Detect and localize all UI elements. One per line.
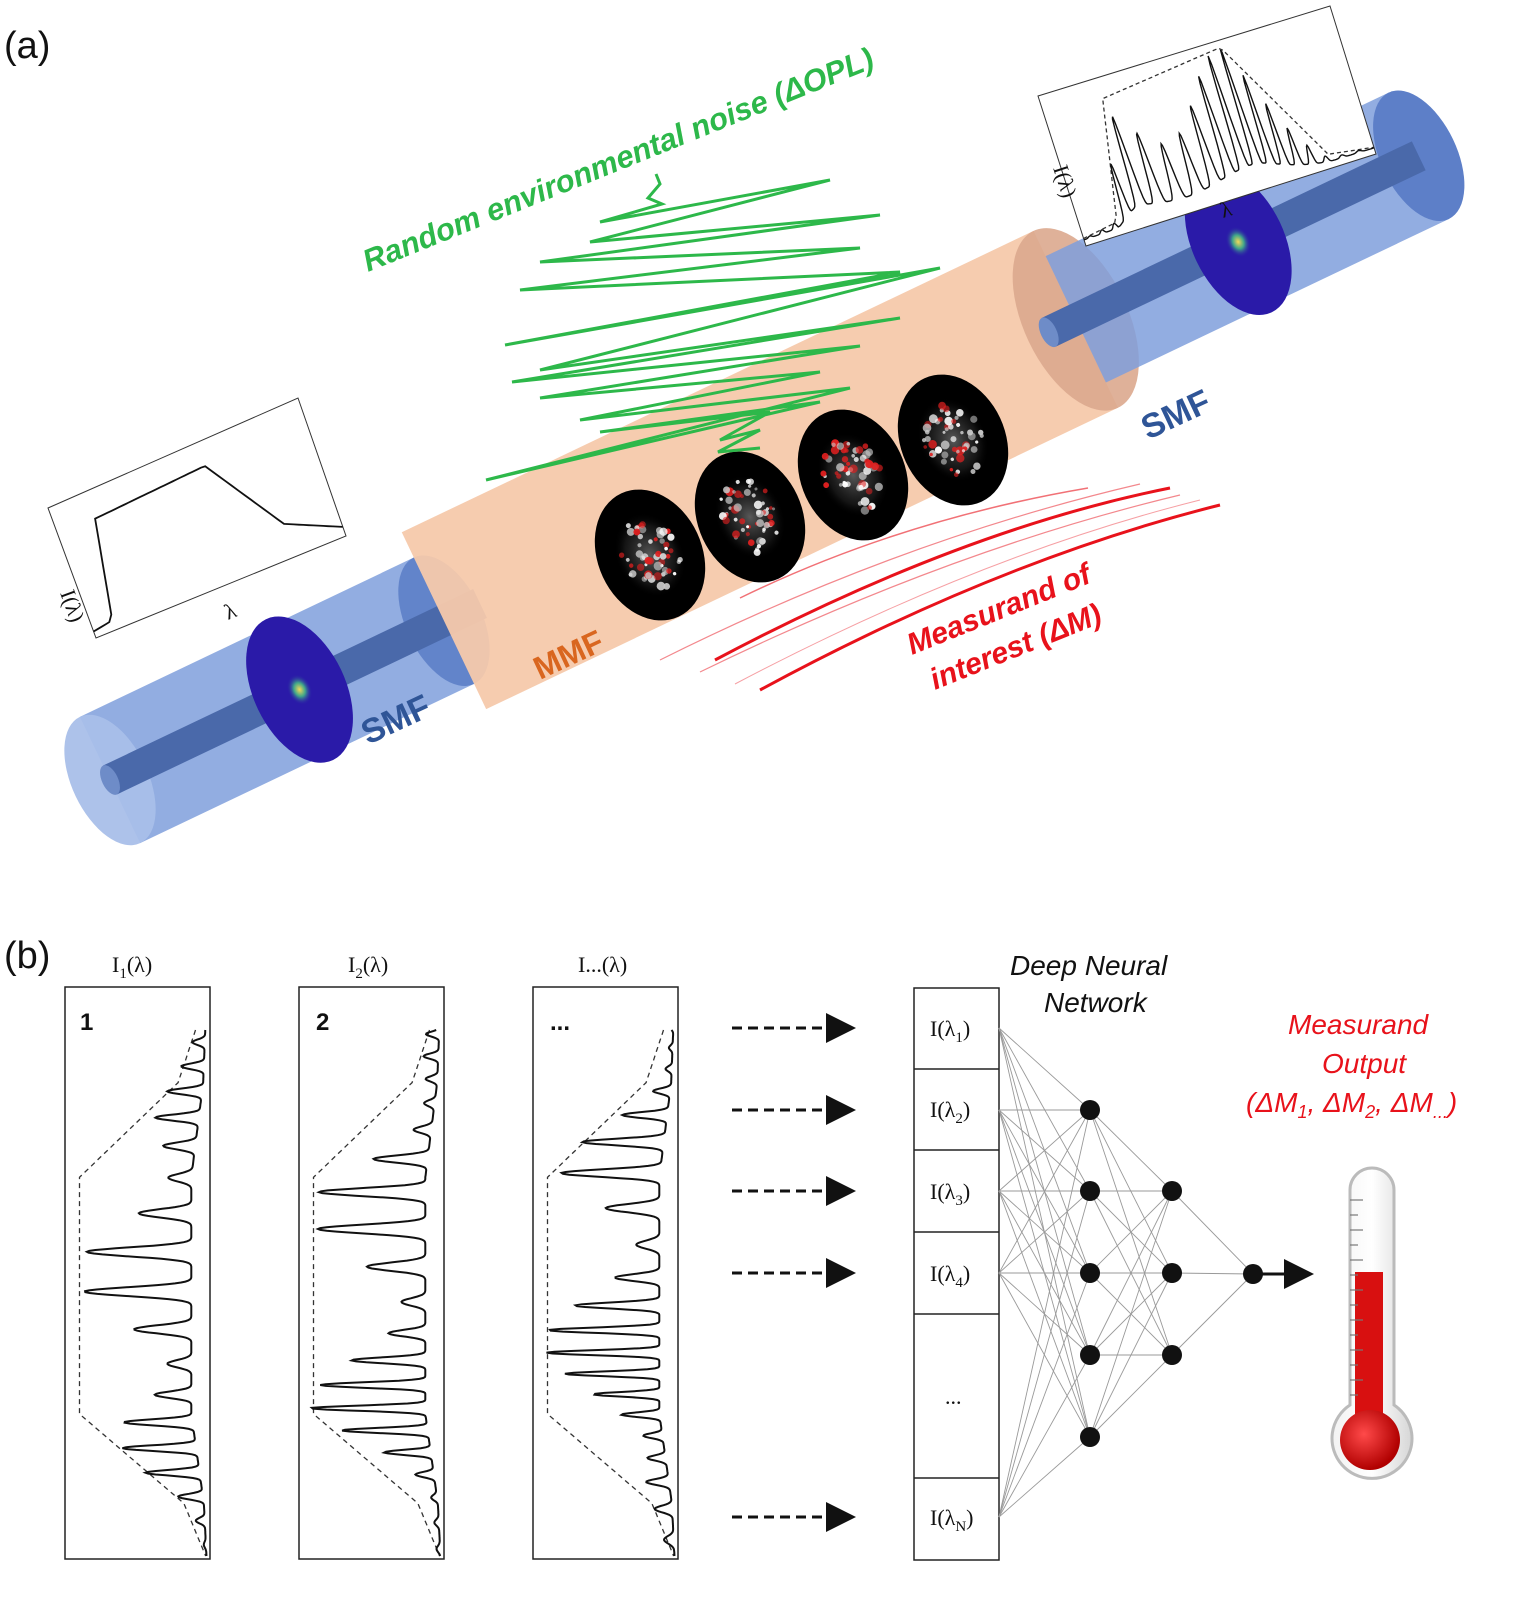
spectrum-box-3: I...(λ) ... <box>532 952 679 1560</box>
noise-label: Random environmental noise (ΔOPL) <box>358 41 879 279</box>
network-title-line1: Deep Neural <box>1010 950 1168 981</box>
spectrum-1-title: I1(λ) <box>112 952 152 982</box>
input-spectrum-curve <box>93 465 343 633</box>
network-node <box>1162 1345 1182 1365</box>
smf-left-core-end <box>100 765 120 795</box>
network-connection <box>998 1354 1091 1518</box>
spectrum-2-title: I2(λ) <box>348 952 388 982</box>
network-connection <box>1089 1109 1173 1274</box>
input-column: I(λ1) I(λ2) I(λ3) I(λ4) ... I(λN) <box>913 987 1000 1561</box>
spectrum-envelope <box>312 1029 441 1557</box>
network-connection <box>998 1272 1091 1518</box>
panel-a-label: (a) <box>4 25 50 67</box>
network-output-node <box>1243 1264 1263 1284</box>
input-cell-2: I(λ2) <box>930 1097 970 1127</box>
mode-spot-left <box>286 674 313 705</box>
network-node <box>1162 1181 1182 1201</box>
speckle-pattern <box>594 489 706 621</box>
speckle-patterns <box>594 374 1009 621</box>
network-connection <box>998 1109 1091 1518</box>
network-node <box>1080 1100 1100 1120</box>
spectrum-3-frame <box>532 986 679 1560</box>
input-cell-4: I(λ4) <box>930 1261 970 1291</box>
spectrum-envelope <box>546 1029 675 1557</box>
spectrum-1-index: 1 <box>80 1009 93 1036</box>
spectrum-curve <box>83 1029 208 1557</box>
input-cell-ellipsis: ... <box>945 1384 962 1409</box>
network-connection <box>1171 1190 1254 1275</box>
network-connection <box>998 1027 1091 1111</box>
network-connection <box>1089 1190 1173 1356</box>
spectrum-2-index: 2 <box>316 1009 329 1036</box>
speckle-pattern <box>897 374 1009 506</box>
network-connection <box>998 1027 1091 1192</box>
noise-waveform <box>485 173 941 482</box>
spectrum-2-frame <box>298 986 445 1560</box>
network-connection <box>998 1109 1091 1274</box>
network-node <box>1080 1427 1100 1447</box>
network-connection <box>998 1436 1091 1518</box>
network-connection <box>1089 1272 1173 1438</box>
speckle-pattern <box>694 451 806 583</box>
spectrum-1-frame <box>64 986 211 1560</box>
input-spectrum-inset: I(λ) λ <box>47 397 347 639</box>
network-node <box>1080 1345 1100 1365</box>
network-connection <box>998 1190 1091 1518</box>
network-connection <box>1171 1273 1254 1356</box>
network-node <box>1162 1263 1182 1283</box>
input-arrows <box>732 1013 856 1532</box>
output-spectrum-envelope <box>1083 47 1374 240</box>
smf-right-label: SMF <box>1135 382 1216 447</box>
input-spectrum-xlabel: λ <box>221 597 241 624</box>
network-connection <box>1089 1190 1173 1438</box>
output-title-line3: (ΔM1, ΔM2, ΔM...) <box>1246 1087 1457 1122</box>
smf-right-core-start <box>1038 317 1059 348</box>
network-connection <box>1171 1272 1254 1275</box>
input-column-frame <box>913 987 1000 1561</box>
speckle-pattern <box>797 409 909 541</box>
mode-spot-right <box>1225 226 1252 258</box>
spectrum-3-title: I...(λ) <box>578 952 627 977</box>
network-connection <box>1089 1354 1173 1438</box>
network-connection <box>1089 1109 1173 1192</box>
network-title-line2: Network <box>1044 987 1149 1018</box>
measurand-arcs <box>659 483 1221 692</box>
neural-network <box>998 1027 1263 1518</box>
output-title-line1: Measurand <box>1288 1009 1430 1040</box>
network-node <box>1080 1263 1100 1283</box>
spectrum-curve <box>546 1029 676 1557</box>
network-connection <box>998 1109 1091 1192</box>
network-connection <box>1089 1190 1173 1274</box>
spectrum-3-index: ... <box>550 1009 570 1036</box>
spectrum-boxes: I1(λ) 1 I2(λ) 2 I...(λ) ... <box>64 952 679 1560</box>
thermometer-icon <box>1330 1166 1414 1480</box>
output-spectrum-curve <box>1083 49 1375 241</box>
panel-b-label: (b) <box>4 935 50 977</box>
spectrum-envelope <box>78 1029 207 1557</box>
output-title-line2: Output <box>1322 1048 1407 1079</box>
network-connection <box>998 1190 1091 1274</box>
input-cell-1: I(λ1) <box>930 1016 970 1046</box>
input-cell-3: I(λ3) <box>930 1179 970 1209</box>
spectrum-curve <box>309 1029 442 1557</box>
spectrum-box-2: I2(λ) 2 <box>298 952 445 1560</box>
network-node <box>1080 1181 1100 1201</box>
input-cell-n: I(λN) <box>930 1505 974 1535</box>
